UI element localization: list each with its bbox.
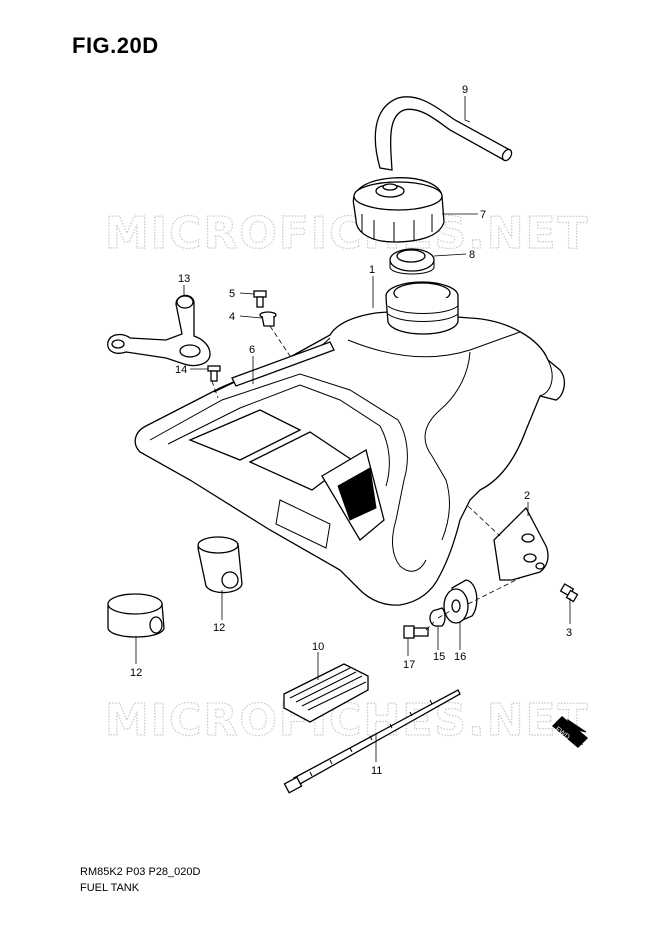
callout-4: 4 — [229, 311, 235, 323]
collar-4-part — [259, 311, 277, 327]
fwd-arrow-icon: FWD — [552, 716, 588, 748]
callout-12-upper: 12 — [213, 622, 225, 634]
callout-17: 17 — [403, 659, 415, 671]
figure-title: FIG.20D — [72, 33, 159, 58]
callout-9: 9 — [462, 84, 468, 96]
bolt-5-part — [253, 290, 267, 308]
watermark-top: MICROFICHES.NET — [105, 208, 590, 259]
breather-hose-part — [374, 96, 513, 171]
callout-3: 3 — [566, 627, 572, 639]
cushion-12-lower-part — [107, 593, 165, 638]
callout-8: 8 — [469, 249, 475, 261]
screw-14-part — [207, 365, 221, 382]
callout-16: 16 — [454, 651, 466, 663]
callout-10: 10 — [312, 641, 324, 653]
callout-1: 1 — [369, 264, 375, 276]
cushion-16-part — [443, 579, 478, 624]
callout-13: 13 — [178, 273, 190, 285]
callout-11: 11 — [371, 765, 382, 777]
pad-10-part — [283, 663, 369, 723]
bracket-part — [107, 294, 211, 367]
callout-6: 6 — [249, 344, 255, 356]
watermark-bottom: MICROFICHES.NET — [105, 695, 590, 746]
bolt-3-part — [559, 583, 579, 603]
tank-bracket-part — [493, 506, 549, 581]
strip-part — [231, 341, 335, 387]
leader-lines — [135, 96, 571, 762]
callout-14: 14 — [175, 364, 187, 376]
fuel-tank-part — [134, 281, 566, 606]
callout-12-lower: 12 — [130, 667, 142, 679]
cushion-12-upper-part — [197, 536, 243, 594]
bolt-17-part — [403, 625, 429, 639]
figure-name: FUEL TANK — [80, 882, 140, 894]
callout-2: 2 — [524, 490, 530, 502]
callout-5: 5 — [229, 288, 235, 300]
cable-tie-part — [283, 689, 461, 794]
callout-15: 15 — [433, 651, 445, 663]
cap-gasket-part — [389, 248, 435, 275]
fuel-cap-part — [352, 177, 445, 243]
figure-code: RM85K2 P03 P28_020D — [80, 866, 201, 878]
callout-7: 7 — [480, 209, 486, 221]
